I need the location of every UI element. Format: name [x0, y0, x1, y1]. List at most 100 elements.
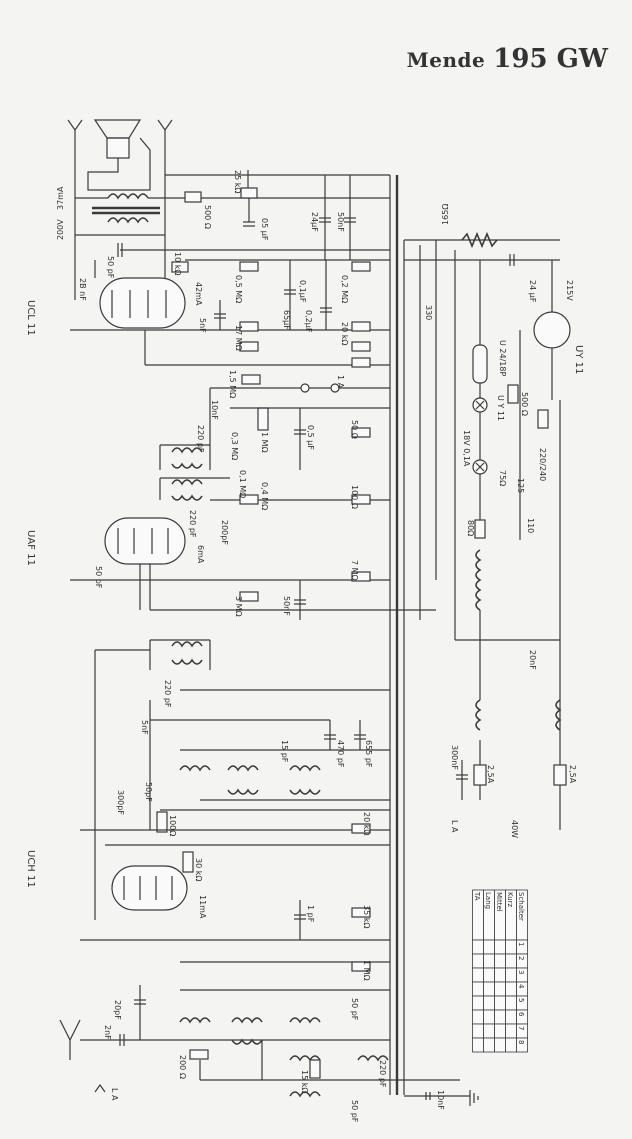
- svg-text:655 pF: 655 pF: [364, 740, 373, 768]
- tube-label-uaf11: UAF 11: [25, 530, 36, 566]
- speaker-icon: [106, 137, 130, 159]
- switch-table-cell: [494, 981, 506, 997]
- tone-pot: [257, 407, 269, 431]
- svg-text:5nF: 5nF: [198, 318, 207, 333]
- svg-text:15 pF: 15 pF: [280, 740, 289, 763]
- switch-table-cell: [472, 1023, 484, 1039]
- svg-text:10 kΩ: 10 kΩ: [173, 252, 182, 275]
- svg-text:1 pF: 1 pF: [306, 905, 315, 923]
- svg-text:100 Ω: 100 Ω: [350, 485, 359, 509]
- svg-text:220 pF: 220 pF: [188, 510, 197, 538]
- switch-table-cell: [494, 995, 506, 1011]
- svg-text:300nF: 300nF: [450, 745, 459, 770]
- svg-text:2nF: 2nF: [103, 1025, 112, 1040]
- svg-text:U 24/18P: U 24/18P: [498, 340, 507, 376]
- input-stage: 20pF 2nF 200 Ω L A 1 MΩ 50 pF 15 kΩ 220 …: [59, 960, 479, 1123]
- switch-table-cell: [483, 939, 495, 955]
- switch-table-header: 3: [517, 970, 525, 974]
- svg-text:220 pF: 220 pF: [196, 425, 205, 453]
- svg-text:220/240: 220/240: [538, 448, 547, 481]
- svg-text:7 MΩ: 7 MΩ: [350, 560, 359, 581]
- svg-text:20nF: 20nF: [528, 650, 537, 670]
- switch-table-cell: [494, 1037, 506, 1053]
- svg-text:0,3 MΩ: 0,3 MΩ: [230, 432, 239, 460]
- svg-text:0,2µF: 0,2µF: [304, 310, 313, 333]
- svg-text:0,4 MΩ: 0,4 MΩ: [260, 482, 269, 510]
- rf-choke-left-icon: [475, 699, 482, 731]
- tube-uy11-icon: [533, 311, 571, 349]
- svg-text:50 pF: 50 pF: [350, 1100, 359, 1123]
- switch-table-cell: [472, 939, 484, 955]
- transformer-secondary-icon: [107, 217, 149, 224]
- svg-text:10nF: 10nF: [210, 400, 219, 420]
- svg-text:50 pF: 50 pF: [94, 566, 103, 589]
- svg-text:330: 330: [424, 305, 433, 320]
- svg-text:40W: 40W: [510, 820, 519, 838]
- svg-text:50nF: 50nF: [282, 596, 291, 616]
- svg-text:2,5A: 2,5A: [486, 765, 495, 784]
- svg-text:165Ω: 165Ω: [441, 204, 450, 225]
- switch-table-cell: [505, 1037, 517, 1053]
- switch-table-header: 2: [517, 956, 525, 960]
- svg-text:500 Ω: 500 Ω: [520, 392, 529, 416]
- brand-name: Mende: [406, 48, 486, 72]
- svg-text:1,5 MΩ: 1,5 MΩ: [228, 370, 237, 398]
- switch-table-cell: [505, 953, 517, 969]
- power-supply: 165Ω 215V 24 µF UY 11 U 24/18P U Y 11 18…: [404, 204, 584, 838]
- gramophone-input-icon: [94, 1083, 106, 1093]
- resistor-165-icon: [461, 231, 498, 249]
- tube-uch11-icon: [111, 865, 188, 911]
- svg-text:80Ω: 80Ω: [466, 520, 475, 536]
- switch-table-row-label: TA: [473, 891, 481, 901]
- ucl11-stage: UCL 11 200V 37mA 50 pF 2B nF 10 kΩ 42mA …: [25, 186, 390, 368]
- svg-text:110: 110: [526, 518, 535, 533]
- switch-table-cell: [472, 953, 484, 969]
- svg-text:125: 125: [516, 478, 525, 493]
- svg-text:220 pF: 220 pF: [378, 1060, 387, 1088]
- switch-table-cell: [505, 981, 517, 997]
- switch-table-cell: [483, 1037, 495, 1053]
- oscillator-coils: 220 pF 5nF 15 pF 470 pF 655 pF 300pF 50p…: [80, 639, 390, 920]
- switch-table-cell: [472, 967, 484, 983]
- svg-text:L A: L A: [450, 820, 459, 833]
- svg-text:L A: L A: [110, 1088, 119, 1101]
- ballast-tube-icon: [472, 344, 488, 384]
- svg-text:15 kΩ: 15 kΩ: [300, 1070, 309, 1093]
- tube-label-ucl11: UCL 11: [25, 300, 36, 336]
- svg-text:17 MΩ: 17 MΩ: [234, 325, 243, 351]
- switch-table-cell: [505, 967, 517, 983]
- svg-text:50 pF: 50 pF: [350, 998, 359, 1021]
- switch-table-cell: [494, 953, 506, 969]
- filter-choke-icon: [475, 549, 482, 611]
- switch-table-header: 1: [517, 942, 525, 946]
- switch-table-cell: [472, 1009, 484, 1025]
- svg-text:1 MΩ: 1 MΩ: [362, 960, 371, 981]
- svg-text:2,5A: 2,5A: [568, 765, 577, 784]
- switch-table-header: 4: [517, 984, 525, 989]
- volume-pot: [240, 187, 258, 199]
- svg-text:30 kΩ: 30 kΩ: [194, 858, 203, 881]
- svg-text:37mA: 37mA: [56, 186, 65, 210]
- switch-table-cell: [472, 995, 484, 1011]
- tube-uaf11-icon: [104, 517, 186, 565]
- tube-label-uy11: UY 11: [573, 345, 584, 374]
- svg-text:0,1 MΩ: 0,1 MΩ: [238, 470, 247, 498]
- svg-text:200V: 200V: [56, 219, 65, 240]
- rf-choke-right-icon: [555, 699, 562, 731]
- svg-text:200 Ω: 200 Ω: [178, 1055, 187, 1079]
- svg-text:50 Ω: 50 Ω: [350, 420, 359, 439]
- switch-table-cell: [483, 967, 495, 983]
- svg-text:18V 0,1A: 18V 0,1A: [462, 430, 471, 467]
- svg-text:20 kΩ: 20 kΩ: [340, 322, 349, 345]
- switch-table-header: 6: [517, 1012, 525, 1017]
- svg-text:215V: 215V: [565, 280, 574, 301]
- switch-table-cell: [494, 967, 506, 983]
- svg-text:200pF: 200pF: [220, 520, 229, 545]
- svg-text:0,1µF: 0,1µF: [298, 280, 307, 303]
- svg-text:1 MΩ: 1 MΩ: [260, 432, 269, 453]
- speaker-cone-icon: [93, 119, 142, 139]
